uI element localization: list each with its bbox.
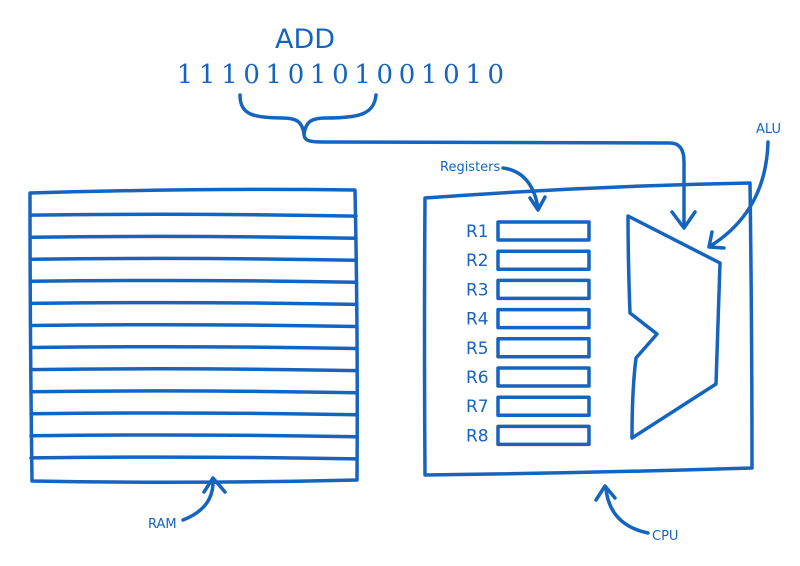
instruction-bit: 1 (465, 60, 482, 90)
instruction-bit: 1 (221, 60, 238, 90)
alu-input-arrowhead (670, 210, 697, 230)
instruction-bit: 1 (266, 60, 283, 90)
instruction-bit: 0 (443, 60, 460, 90)
instruction-bit: 1 (199, 60, 216, 90)
ram-row-line (29, 212, 358, 218)
ram-row-line (29, 322, 358, 329)
cpu-pointer-arrow (594, 484, 650, 535)
ram-block (28, 187, 359, 485)
register-label: R2 (466, 251, 489, 271)
ram-row-line (29, 278, 358, 285)
register-slot (496, 395, 591, 417)
instruction-label: ADD (275, 24, 335, 55)
ram-row-line (29, 234, 358, 240)
instruction-bit: 0 (288, 60, 305, 90)
register-slot (496, 220, 591, 242)
ram-row-line (29, 300, 358, 307)
register-slot (496, 278, 591, 301)
instruction-bit: 1 (354, 60, 371, 90)
instruction-bit: 1 (310, 60, 327, 90)
cpu-box (422, 181, 754, 477)
ram-row-line (29, 389, 358, 395)
register-label: R6 (466, 368, 489, 388)
ram-row-line (29, 455, 358, 461)
ram-row-line (29, 256, 358, 262)
register-slot (496, 424, 591, 447)
instruction-bit: 0 (243, 60, 260, 90)
ram-rows (29, 212, 358, 461)
bits-brace (238, 93, 378, 136)
ram-row-line (29, 433, 358, 439)
alu-pointer-arrow (707, 140, 770, 250)
register-label: R7 (466, 397, 489, 417)
register-slot (496, 337, 591, 359)
instruction-bit: 0 (332, 60, 349, 90)
instruction-bit: 0 (488, 60, 505, 90)
alu-label: ALU (756, 122, 781, 137)
register-label: R8 (466, 426, 489, 446)
ram-label: RAM (148, 517, 177, 532)
registers-pointer-arrow (501, 166, 547, 212)
instruction-bit: 0 (377, 60, 394, 90)
register-slot (496, 366, 591, 388)
ram-row-line (29, 367, 358, 373)
brace-to-alu-connector (302, 132, 686, 228)
instruction-bit: 1 (177, 60, 194, 90)
register-slot (496, 307, 591, 330)
ram-row-line (29, 344, 358, 351)
ram-row-line (29, 411, 358, 417)
instruction-bit: 1 (421, 60, 438, 90)
register-label: R4 (466, 310, 489, 330)
register-label: R1 (466, 222, 489, 242)
register-label: R5 (466, 339, 489, 359)
register-label: R3 (466, 280, 489, 300)
register-slot (496, 249, 591, 271)
ram-pointer-arrow (181, 476, 227, 522)
registers-label: Registers (440, 160, 501, 175)
instruction-bit: 0 (399, 60, 416, 90)
alu-shape (626, 214, 722, 440)
cpu-label: CPU (652, 529, 678, 544)
